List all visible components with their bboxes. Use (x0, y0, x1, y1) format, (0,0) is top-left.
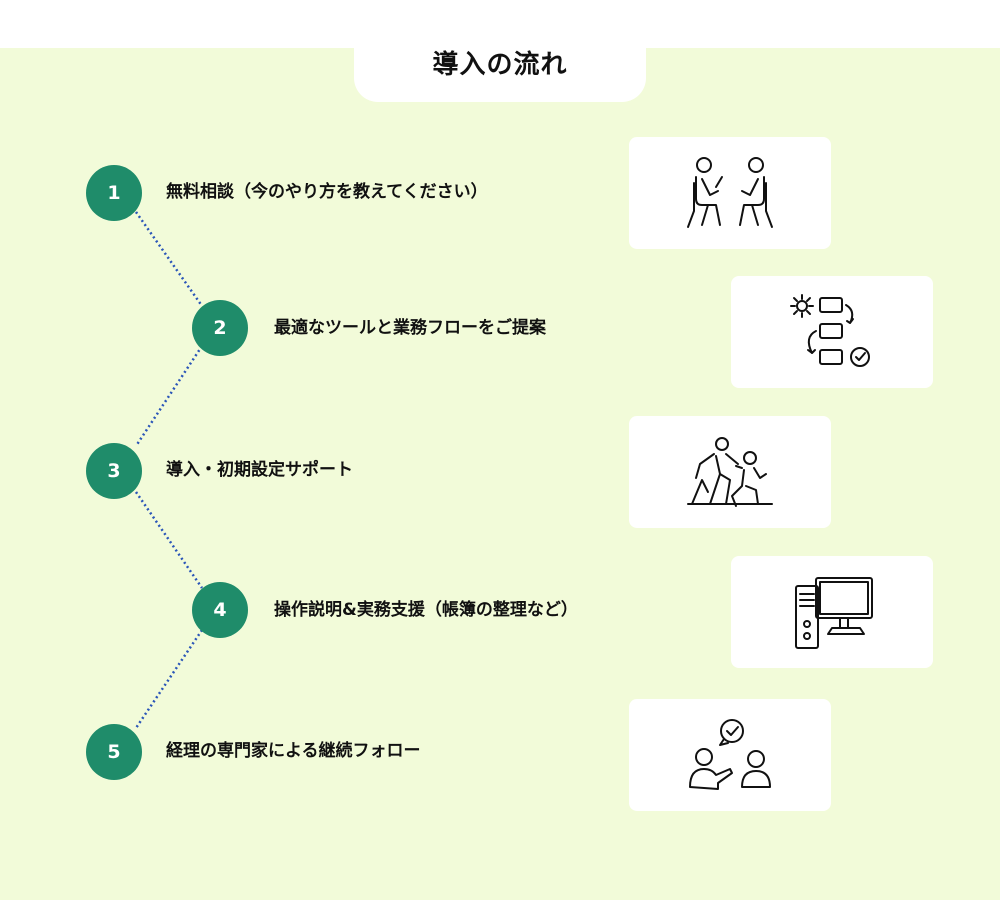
step-3-card (629, 416, 831, 528)
page-title: 導入の流れ (354, 22, 646, 102)
step-5-label: 経理の専門家による継続フォロー (166, 741, 421, 761)
step-4-label: 操作説明&実務支援（帳簿の整理など） (274, 600, 578, 620)
step-4-number: 4 (192, 582, 248, 638)
step-5-card (629, 699, 831, 811)
step-2-card (731, 276, 933, 388)
support-icon (687, 437, 773, 507)
step-3-number: 3 (86, 443, 142, 499)
workflow-icon (790, 294, 870, 367)
step-1-number: 1 (86, 165, 142, 221)
step-2-number: 2 (192, 300, 248, 356)
step-4-card (731, 556, 933, 668)
connector-1-2 (134, 211, 204, 307)
computer-icon (795, 577, 873, 649)
step-1-card (629, 137, 831, 249)
step-2-label: 最適なツールと業務フローをご提案 (274, 318, 546, 338)
consultation-icon (687, 157, 773, 228)
connector-4-5 (134, 629, 204, 729)
step-1-label: 無料相談（今のやり方を教えてください） (166, 182, 488, 202)
step-3-label: 導入・初期設定サポート (166, 460, 353, 480)
connector-2-3 (134, 345, 204, 447)
flow-panel (0, 48, 1000, 900)
step-5-number: 5 (86, 724, 142, 780)
follow-up-icon (689, 719, 771, 790)
connector-3-4 (134, 491, 204, 589)
